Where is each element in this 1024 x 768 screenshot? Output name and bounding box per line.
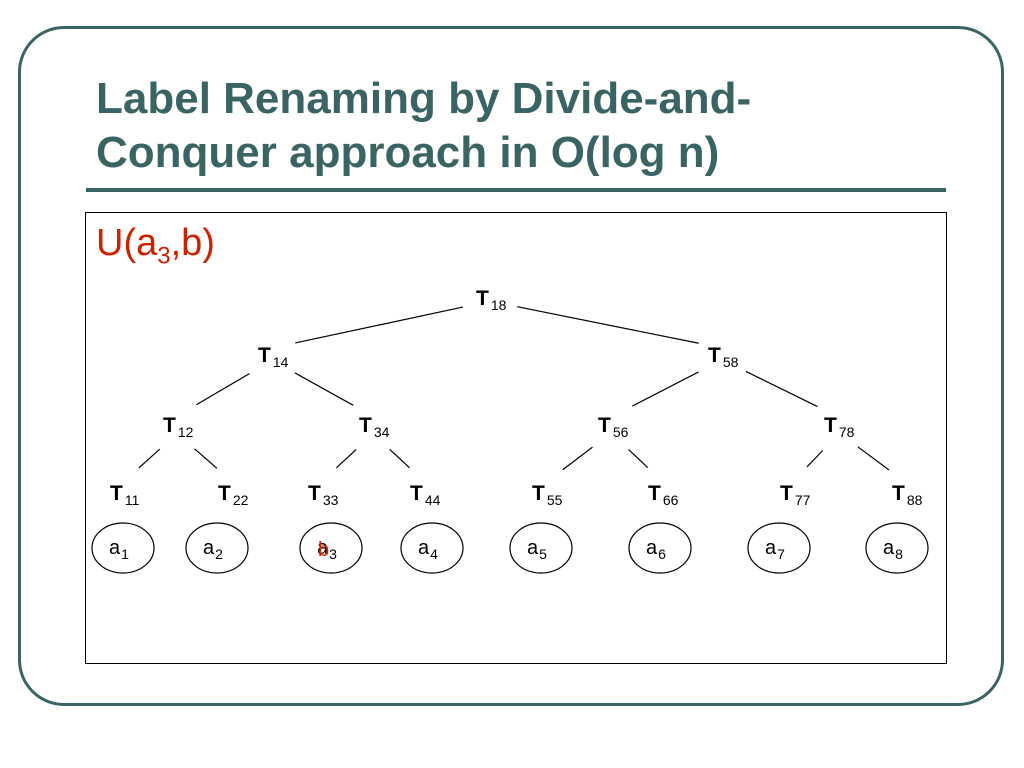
edge-T14-T34 (294, 372, 354, 406)
leaf-circle (509, 522, 573, 574)
leaf-a7: a7 (747, 522, 811, 574)
leaf-a4: a4 (400, 522, 464, 574)
operation-suffix: ,b) (170, 222, 215, 264)
operation-subscript: 3 (157, 242, 171, 270)
leaf-circle (400, 522, 464, 574)
leaf-circle (185, 522, 249, 574)
leaf-label: a1 (109, 537, 129, 562)
leaf-label: a7 (765, 537, 785, 562)
edge-T14-T12 (196, 373, 250, 406)
edge-T12-T11 (138, 448, 161, 469)
leaf-label: a3 (317, 537, 337, 562)
operation-prefix: U(a (96, 222, 158, 264)
leaf-label: a4 (418, 537, 438, 562)
leaf-label: a2 (203, 537, 223, 562)
rename-mark: b (318, 539, 329, 561)
leaf-circle (865, 522, 929, 574)
title-line-1: Label Renaming by Divide-and- (96, 74, 752, 123)
operation-label: U(a3,b) (96, 222, 215, 271)
leaf-label: a6 (646, 537, 666, 562)
edge-T58-T56 (631, 371, 699, 407)
edge-T78-T88 (857, 446, 890, 471)
leaf-circle (91, 522, 155, 574)
slide-frame (18, 26, 1004, 706)
leaf-circle (628, 522, 692, 574)
title-divider (86, 188, 946, 192)
edge-T34-T33 (335, 448, 357, 469)
edge-T78-T77 (806, 450, 824, 468)
leaf-a1: a1 (91, 522, 155, 574)
slide-title: Label Renaming by Divide-and- Conquer ap… (96, 72, 751, 180)
leaf-label: a8 (883, 537, 903, 562)
edge-T56-T55 (562, 446, 593, 471)
leaf-a8: a8 (865, 522, 929, 574)
edge-T58-T78 (745, 370, 818, 408)
leaf-a6: a6 (628, 522, 692, 574)
leaf-a5: a5 (509, 522, 573, 574)
edge-T34-T44 (389, 448, 411, 469)
edge-T12-T22 (194, 448, 218, 469)
leaf-circle (299, 522, 363, 574)
edge-T18-T58 (517, 306, 699, 344)
edge-T18-T14 (295, 306, 464, 344)
title-line-2: Conquer approach in O(log n) (96, 128, 720, 177)
leaf-a3: a3b (299, 522, 363, 574)
content-box (85, 212, 947, 664)
leaf-label: a5 (527, 537, 547, 562)
leaf-circle (747, 522, 811, 574)
edge-T56-T66 (628, 449, 649, 469)
leaf-a2: a2 (185, 522, 249, 574)
